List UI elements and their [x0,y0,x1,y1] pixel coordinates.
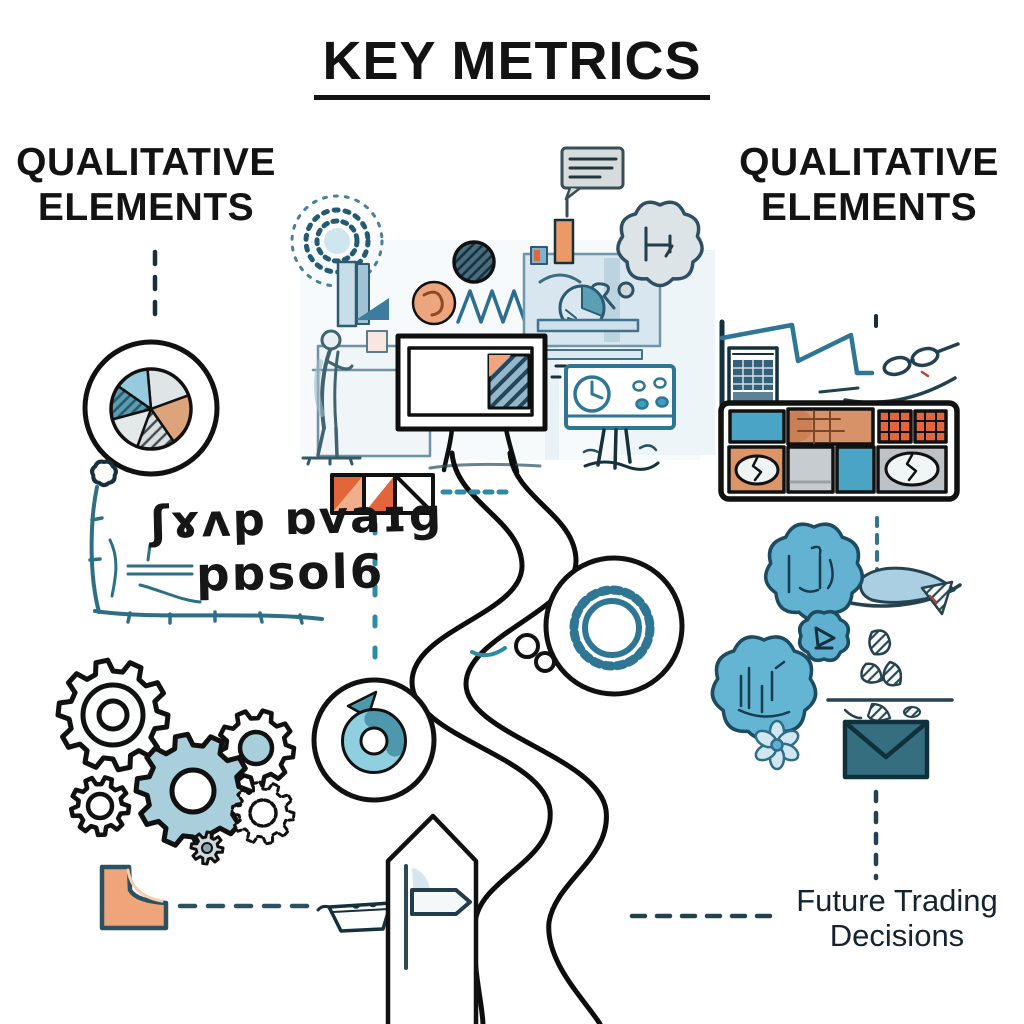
hatched-circle-icon [452,240,496,284]
panel-cell-orange-wide [786,407,875,446]
thought-cloud-big [710,635,818,741]
l-bracket-icon [99,864,169,931]
dashboard-scene [290,146,704,475]
grid-panel-icon [718,400,960,502]
right-qualitative-label: QUALITATIVE ELEMENTS [731,140,1007,230]
envelope-icon [842,719,930,780]
donut-chart-circle [311,677,437,803]
thought-cloud-small [797,609,851,663]
spreadsheet-icon [727,346,779,410]
panel-cell-gray [786,445,835,494]
sunglasses-sketch [818,342,960,406]
pie-thought-bubble [82,339,220,488]
future-trading-label: Future Trading Decisions [778,883,1016,953]
gear-thought-bubble [470,555,685,697]
thought-cloud-icon [763,522,865,622]
left-label-line2: ELEMENTS [37,186,255,230]
panel-cell-eye-orange [727,445,786,494]
future-label-line2: Decisions [829,917,965,953]
orange-head [411,280,457,326]
whale-sketch [844,566,962,616]
sketch-gibberish-line2: pɒsol6 [195,544,385,603]
orange-bar [553,218,575,265]
right-label-line2: ELEMENTS [760,186,978,230]
panel-cell-eye-gray [876,445,948,494]
sketch-gibberish-line1: ʃɤʌp ɒvaɪg [149,488,444,549]
person-sketch [301,329,362,466]
line-chart-icon [719,314,960,413]
page-title: KEY METRICS [0,30,1024,100]
thought-cloud-h [616,200,704,299]
speech-bubble-icon [560,146,625,218]
sunburst-icon [290,194,384,288]
sketch-chart-axis [88,485,324,625]
flower-icon [754,719,800,771]
panel-cell-blue [835,445,876,494]
panel-cell-orange-grid-1 [877,409,913,444]
left-qualitative-label: QUALITATIVE ELEMENTS [10,140,282,230]
signpost-icon [385,813,479,1024]
left-label-line1: QUALITATIVE [16,141,276,184]
leaf-drops-icon [826,629,954,722]
future-label-line1: Future Trading [796,883,998,918]
gears-cluster [55,657,297,866]
future-connectors [629,789,879,919]
thought-clouds-cluster [710,516,962,780]
title-text: KEY METRICS [314,30,710,100]
boat-sketch [316,901,393,933]
panel-cell-orange-grid-2 [913,409,948,444]
striped-flag-icon [330,473,515,668]
right-label-line1: QUALITATIVE [739,141,999,184]
gauge-icon [564,364,676,471]
pie-chart-icon [109,367,193,451]
monitor-icon [395,333,548,475]
